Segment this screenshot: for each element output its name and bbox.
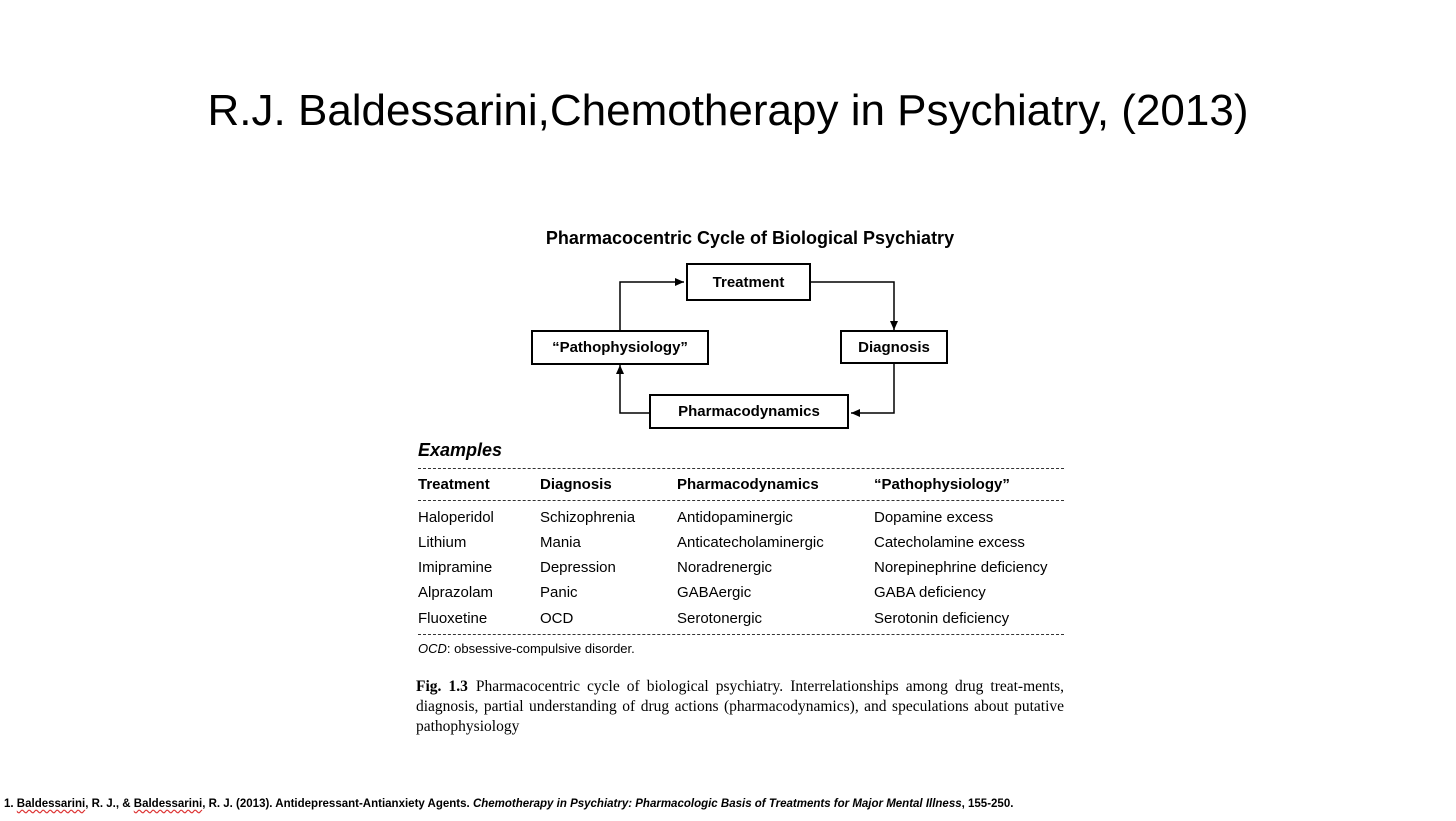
reference-author-2: Baldessarini	[133, 798, 203, 810]
table-cell: Anticatecholaminergic	[677, 534, 824, 551]
column-header: Pharmacodynamics	[677, 476, 819, 493]
table-cell: Alprazolam	[418, 584, 494, 601]
table-rule-header	[418, 500, 1064, 501]
arrow-pathophysiology-to-treatment	[619, 278, 684, 331]
table-cell: Depression	[540, 559, 616, 576]
column-header: Treatment	[418, 476, 490, 493]
reference-text-2: , R. J. (2013). Antidepressant-Antianxie…	[202, 798, 473, 810]
table-rule-bottom	[418, 634, 1064, 635]
reference-citation: 1. Baldessarini, R. J., & Baldessarini, …	[4, 798, 1013, 810]
table-cell: Lithium	[418, 534, 467, 551]
table-cell: GABA deficiency	[874, 584, 986, 601]
reference-number: 1.	[4, 798, 14, 810]
arrow-pharmacodynamics-to-pathophysiology	[616, 365, 649, 414]
table-cell: Dopamine excess	[874, 509, 994, 526]
table-cell: Noradrenergic	[677, 559, 773, 576]
table-cell: Schizophrenia	[540, 509, 636, 526]
reference-source: Chemotherapy in Psychiatry: Pharmacologi…	[472, 798, 962, 810]
figure-title: Pharmacocentric Cycle of Biological Psyc…	[545, 228, 955, 248]
table-cell: Imipramine	[418, 559, 493, 576]
footnote-abbreviation: OCD	[418, 641, 447, 656]
reference-pages: , 155-250.	[961, 798, 1014, 810]
footnote-text: : obsessive-compulsive disorder.	[446, 641, 635, 656]
node-diagnosis: Diagnosis	[840, 330, 948, 364]
examples-heading: Examples	[418, 440, 503, 460]
table-cell: Norepinephrine deficiency	[874, 559, 1048, 576]
reference-text-1: , R. J., &	[85, 798, 134, 810]
table-rule-top	[418, 468, 1064, 469]
table-cell: Fluoxetine	[418, 610, 488, 627]
table-cell: GABAergic	[677, 584, 752, 601]
column-header: Diagnosis	[540, 476, 612, 493]
table-cell: Serotonergic	[677, 610, 763, 627]
column-header: “Pathophysiology”	[874, 476, 1010, 493]
table-cell: Panic	[540, 584, 578, 601]
slide-title: R.J. Baldessarini,Chemotherapy in Psychi…	[207, 86, 1249, 135]
arrow-diagnosis-to-pharmacodynamics	[851, 364, 895, 417]
caption-text: Pharmacocentric cycle of biological psyc…	[416, 678, 1064, 735]
table-cell: Antidopaminergic	[677, 509, 793, 526]
node-treatment: Treatment	[686, 263, 811, 301]
node-pathophysiology: “Pathophysiology”	[531, 330, 709, 365]
node-pharmacodynamics: Pharmacodynamics	[649, 394, 849, 429]
reference-author-1: Baldessarini	[16, 798, 86, 810]
table-cell: OCD	[540, 610, 574, 627]
table-cell: Mania	[540, 534, 581, 551]
table-footnote: OCD: obsessive-compulsive disorder.	[418, 641, 635, 656]
table-cell: Serotonin deficiency	[874, 610, 1010, 627]
caption-label: Fig. 1.3	[416, 678, 468, 695]
arrow-treatment-to-diagnosis	[811, 281, 898, 330]
table-cell: Catecholamine excess	[874, 534, 1025, 551]
table-cell: Haloperidol	[418, 509, 494, 526]
